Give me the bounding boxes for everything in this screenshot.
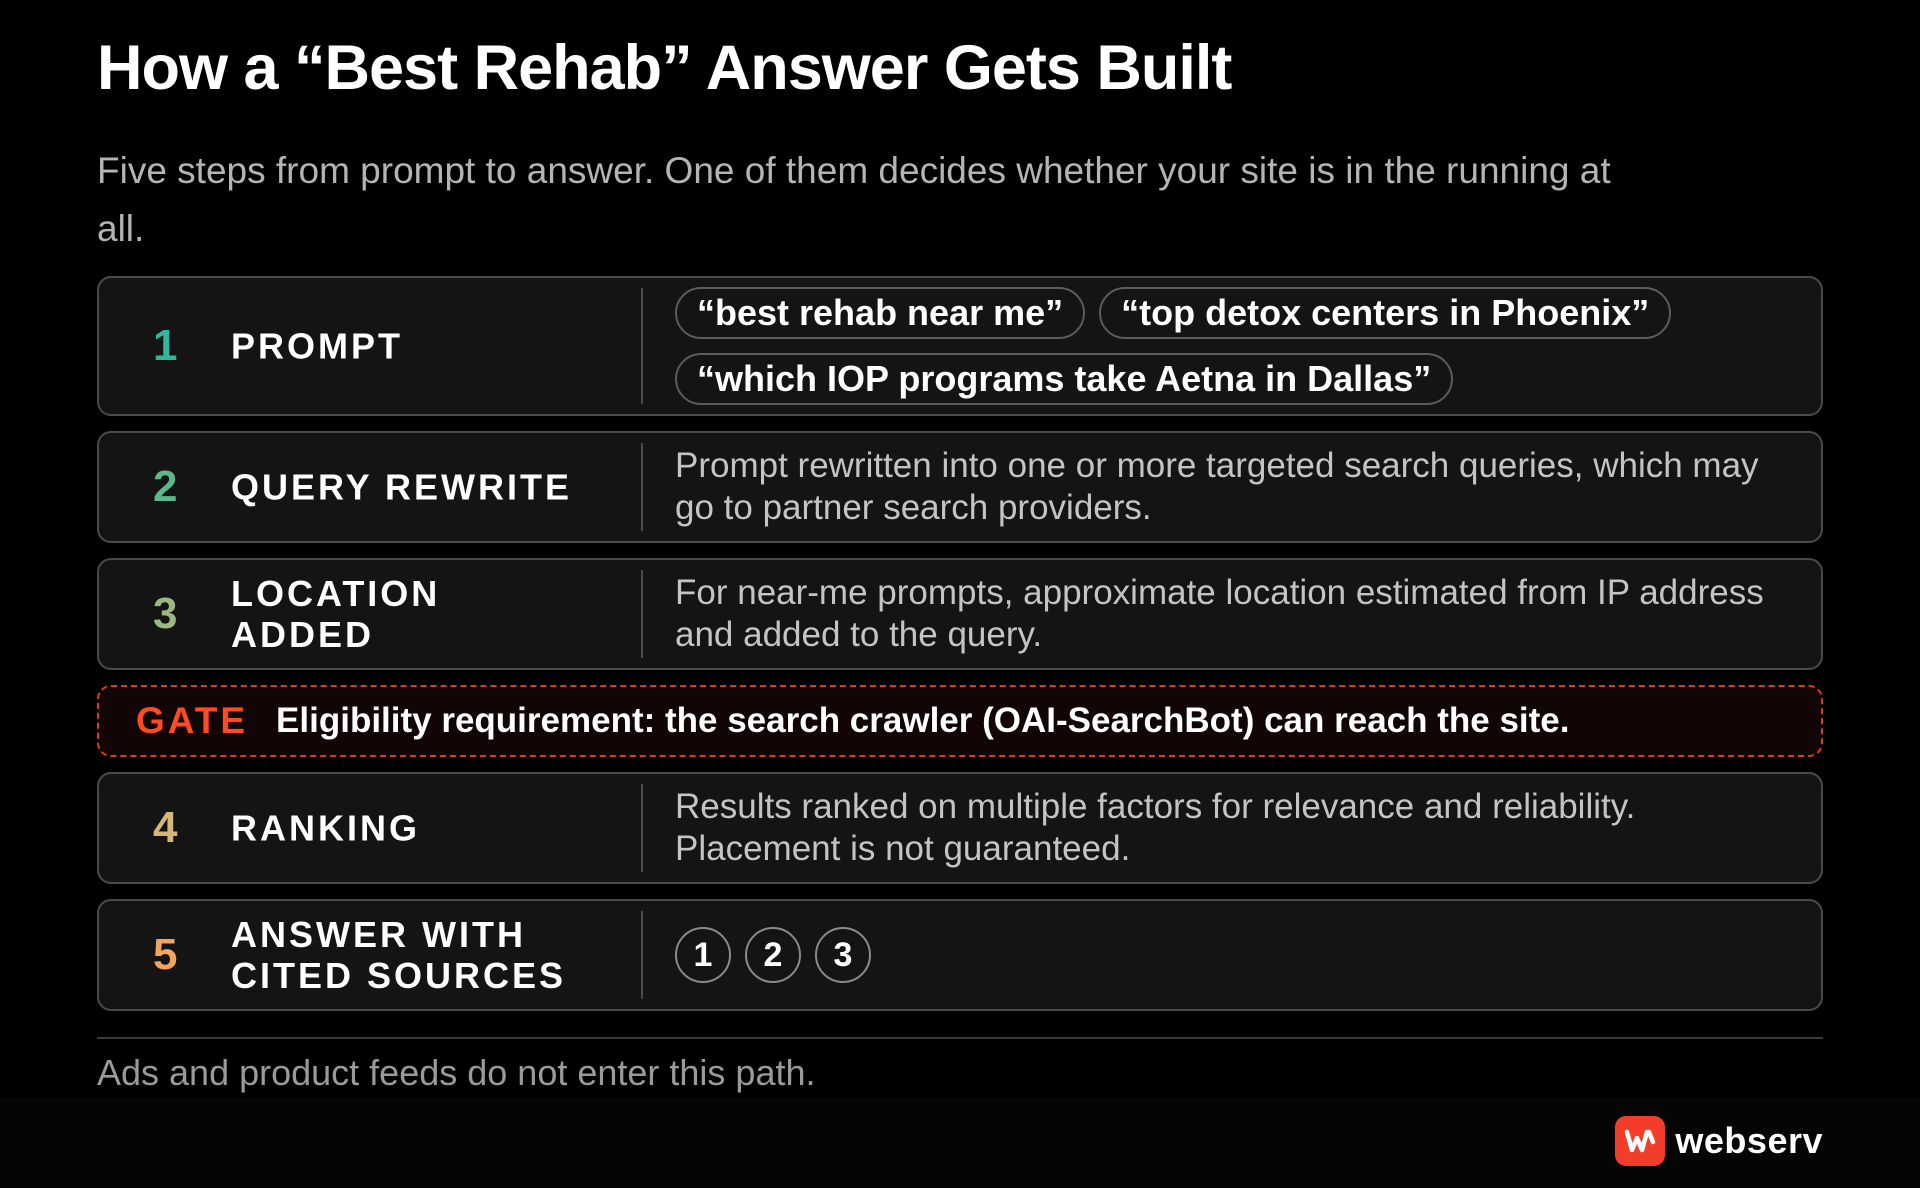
step-divider	[641, 784, 643, 872]
step-content: “best rehab near me” “top detox centers …	[675, 287, 1791, 405]
citation-badge: 1	[675, 927, 731, 983]
step-divider	[641, 443, 643, 531]
step-prompt: 1 PROMPT “best rehab near me” “top detox…	[97, 276, 1823, 416]
step-label: RANKING	[231, 807, 420, 849]
step-label: QUERY REWRITE	[231, 466, 573, 508]
gate-tag: GATE	[136, 700, 249, 741]
citation-badge: 2	[745, 927, 801, 983]
prompt-chip: “top detox centers in Phoenix”	[1099, 287, 1672, 339]
step-ranking: 4 RANKING Results ranked on multiple fac…	[97, 772, 1823, 884]
step-number: 1	[153, 321, 178, 370]
step-description: Results ranked on multiple factors for r…	[675, 787, 1636, 868]
step-answer-with-cited-sources: 5 ANSWER WITH CITED SOURCES 1 2 3	[97, 899, 1823, 1011]
step-number: 2	[153, 462, 178, 511]
footer-divider	[97, 1037, 1823, 1039]
page-title: How a “Best Rehab” Answer Gets Built	[97, 33, 1232, 103]
step-divider	[641, 911, 643, 999]
step-label: PROMPT	[231, 325, 404, 367]
steps-flow: 1 PROMPT “best rehab near me” “top detox…	[97, 276, 1823, 1011]
citation-badge: 3	[815, 927, 871, 983]
webserv-logo-icon	[1615, 1116, 1666, 1166]
step-number: 5	[153, 930, 178, 979]
step-divider	[641, 570, 643, 658]
footer-band	[0, 1098, 1920, 1188]
step-divider	[641, 288, 643, 404]
brand: webserv	[1615, 1116, 1823, 1166]
step-number: 4	[153, 803, 178, 852]
step-number: 3	[153, 589, 178, 638]
gate-text: Eligibility requirement: the search craw…	[276, 701, 1570, 740]
step-content: 1 2 3	[675, 927, 1791, 983]
eligibility-gate: GATE Eligibility requirement: the search…	[97, 685, 1823, 757]
prompt-chips: “best rehab near me” “top detox centers …	[675, 287, 1785, 405]
page-subtitle: Five steps from prompt to answer. One of…	[97, 150, 1611, 249]
step-label: ANSWER WITH CITED SOURCES	[231, 914, 567, 996]
prompt-chip: “which IOP programs take Aetna in Dallas…	[675, 353, 1454, 405]
step-location-added: 3 LOCATION ADDED For near-me prompts, ap…	[97, 558, 1823, 670]
footnote: Ads and product feeds do not enter this …	[97, 1052, 816, 1093]
prompt-chip: “best rehab near me”	[675, 287, 1086, 339]
step-label: LOCATION ADDED	[231, 573, 441, 655]
step-description: For near-me prompts, approximate locatio…	[675, 573, 1764, 654]
step-query-rewrite: 2 QUERY REWRITE Prompt rewritten into on…	[97, 431, 1823, 543]
step-description: Prompt rewritten into one or more target…	[675, 446, 1759, 527]
citation-list: 1 2 3	[675, 927, 1791, 983]
brand-name: webserv	[1675, 1120, 1823, 1161]
